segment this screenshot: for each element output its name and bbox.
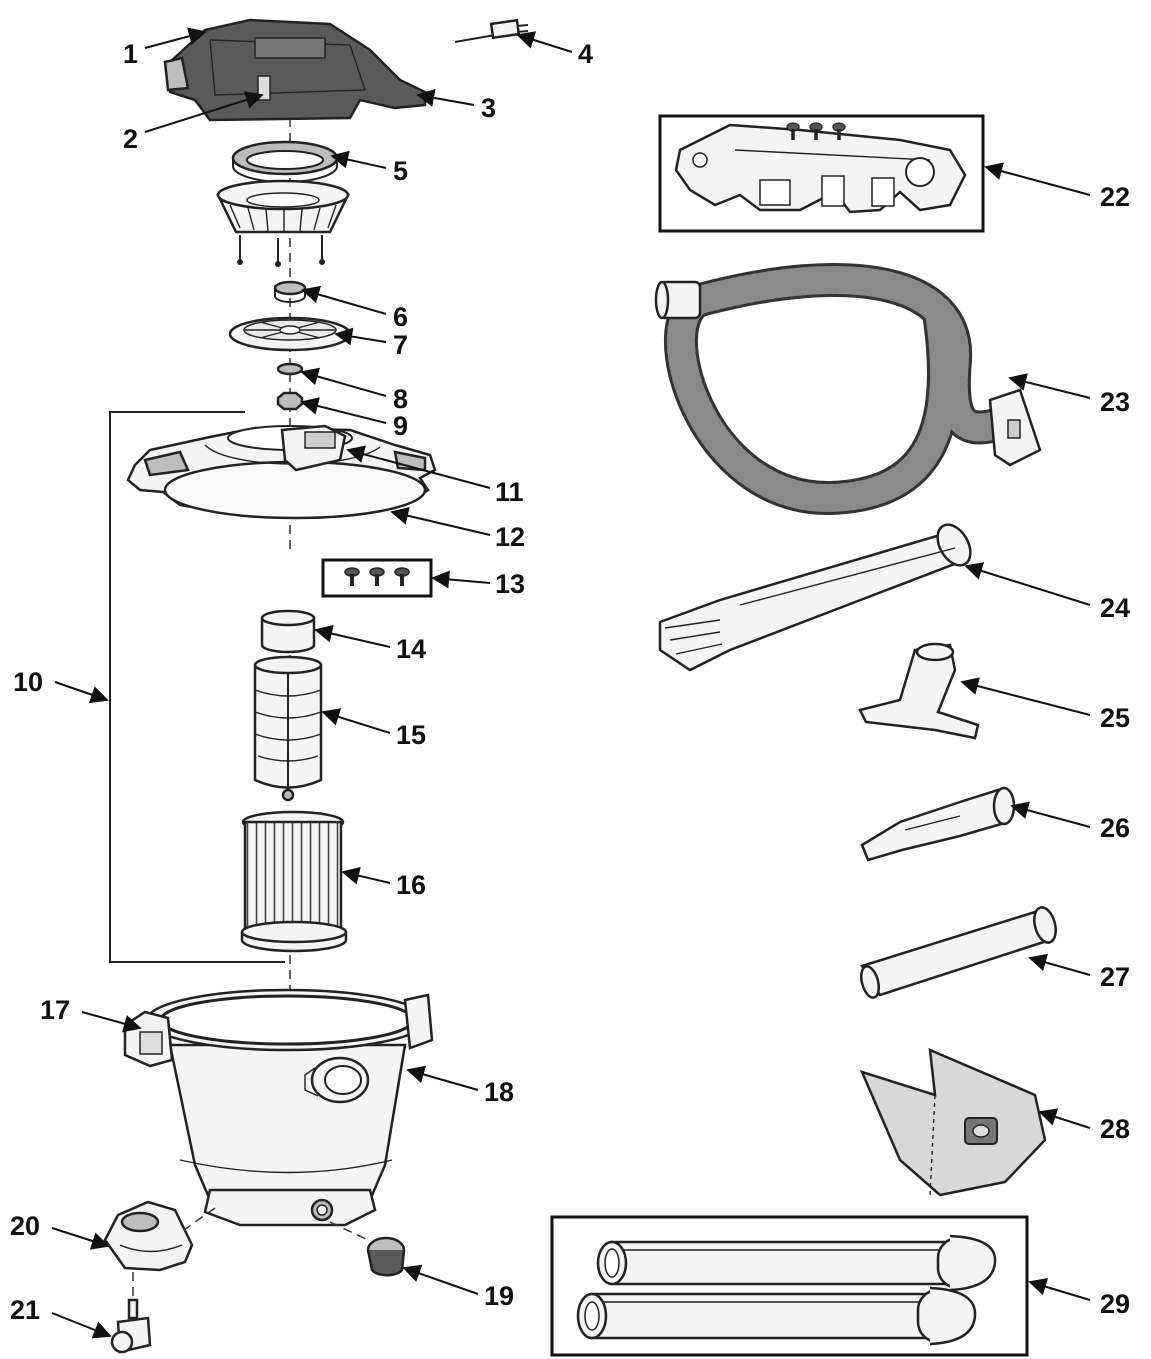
callout-labels: 1 2 3 4 5 6 7 8 9 10 11 12 13 14 15 16 1… [10,39,1130,1325]
extension-wands [550,1215,1029,1357]
callout-18: 18 [484,1077,514,1107]
lid [126,424,437,520]
callout-10: 10 [13,667,43,697]
callout-23: 23 [1100,387,1130,417]
callout-28: 28 [1100,1114,1130,1144]
nut [276,391,304,411]
drain-cap [329,1221,406,1277]
claw-nozzle [858,642,980,740]
dust-bag [859,1048,1047,1197]
foam-sleeve [260,609,316,654]
callout-24: 24 [1100,593,1130,623]
callout-22: 22 [1100,182,1130,212]
hose [654,263,1042,516]
callout-4: 4 [578,39,593,69]
assembly-bracket [109,411,285,963]
callout-3: 3 [481,93,496,123]
cord-plug [454,18,529,43]
crevice-tool [859,906,1057,999]
accessory-holder [658,114,985,233]
cartridge-filter [240,810,348,953]
callout-27: 27 [1100,962,1130,992]
callout-14: 14 [396,634,426,664]
utility-nozzle [658,523,972,672]
callout-2: 2 [123,124,138,154]
float-cage [216,179,350,267]
callout-13: 13 [495,569,525,599]
callout-9: 9 [393,411,408,441]
car-nozzle [860,786,1016,862]
callout-26: 26 [1100,813,1130,843]
callout-11: 11 [495,477,524,507]
callout-19: 19 [484,1281,514,1311]
callout-17: 17 [40,995,70,1025]
tank [123,988,434,1227]
powerhead [163,18,427,122]
filter-cage [253,655,323,802]
callout-7: 7 [393,330,408,360]
callout-21: 21 [10,1295,40,1325]
caster-foot [103,1200,216,1272]
callout-15: 15 [396,720,426,750]
caster-wheel [110,1272,152,1354]
impeller-disc [228,316,352,352]
washer [276,362,304,376]
callout-12: 12 [495,522,525,552]
callout-29: 29 [1100,1289,1130,1319]
callout-25: 25 [1100,703,1130,733]
callout-1: 1 [123,39,138,69]
callout-8: 8 [393,384,408,414]
callout-5: 5 [393,156,408,186]
leader-lines [51,27,1091,1339]
seal-ring [231,140,339,183]
callout-20: 20 [10,1211,40,1241]
lid-screws [321,558,433,598]
callout-6: 6 [393,302,408,332]
callout-16: 16 [396,870,426,900]
